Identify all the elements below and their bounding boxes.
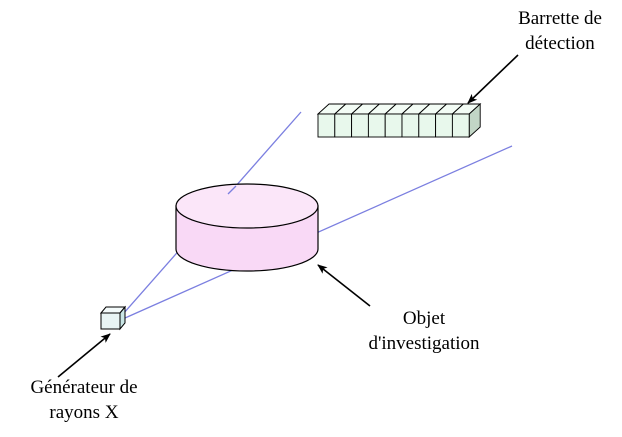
detector-cell (367, 113, 386, 138)
detector-cell (451, 113, 470, 138)
detector-label-line2: détection (525, 33, 595, 54)
xray-beam-upper-overlay (227, 185, 237, 195)
object-label: Objet d'investigation (354, 306, 494, 356)
object-label-line1: Objet (402, 308, 446, 329)
object-label-line2: d'investigation (368, 333, 480, 354)
detector-label: Barrette de détection (498, 6, 622, 56)
detector-label-line1: Barrette de (518, 8, 602, 29)
cylinder-top (175, 183, 319, 229)
generator-pointer-arrow (57, 333, 111, 378)
detector-cell (351, 113, 369, 138)
xray-source-cube (99, 305, 127, 331)
detector-cell (435, 113, 453, 138)
generator-label-line1: Générateur de (30, 377, 138, 398)
detector-array (316, 102, 482, 139)
detector-cell (384, 113, 403, 138)
generator-label-line2: rayons X (49, 402, 119, 423)
detector-cell (418, 113, 437, 138)
investigation-object (175, 183, 319, 272)
detector-cell (317, 113, 336, 138)
generator-label: Générateur de rayons X (0, 375, 168, 425)
detector-cell (401, 113, 420, 138)
detector-pointer-arrow (467, 54, 519, 104)
detector-cell (334, 113, 353, 138)
cube-front (100, 312, 121, 330)
object-pointer-arrow (317, 264, 371, 307)
